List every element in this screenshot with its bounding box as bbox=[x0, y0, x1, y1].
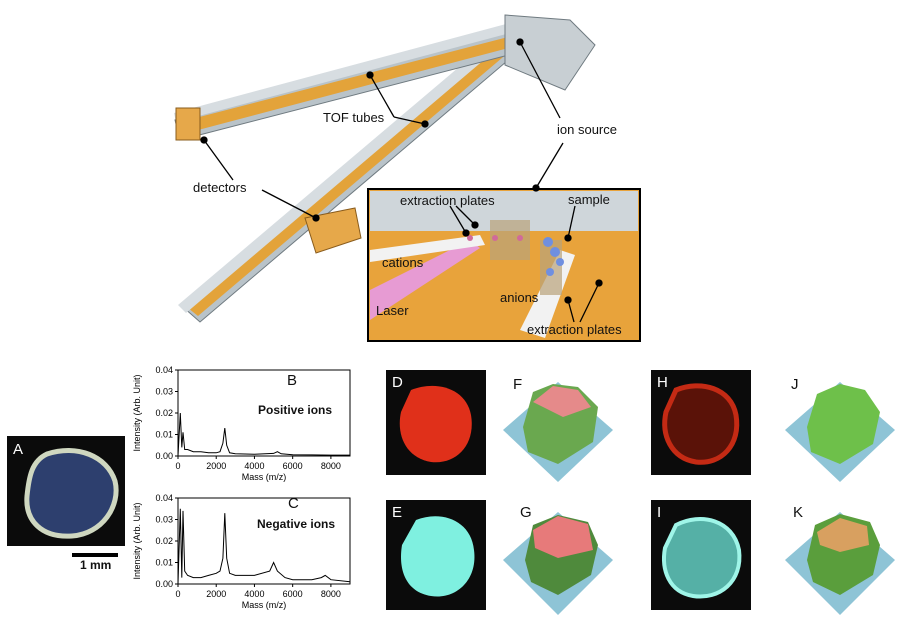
panel-letter-i: I bbox=[657, 504, 662, 521]
panel-letter-e: E bbox=[392, 504, 403, 521]
label-anions: anions bbox=[500, 290, 539, 305]
x-tick-label-positive: 4000 bbox=[244, 461, 264, 471]
y-tick-label-positive: 0.01 bbox=[155, 430, 173, 440]
label-detectors: detectors bbox=[193, 180, 247, 195]
x-axis-label-positive: Mass (m/z) bbox=[242, 472, 287, 482]
panel-letter-b: B bbox=[287, 372, 298, 389]
tof-instrument-schematic bbox=[174, 14, 641, 342]
y-tick-label-negative: 0.02 bbox=[155, 536, 173, 546]
panel-letter-g: G bbox=[520, 504, 532, 521]
x-tick-label-positive: 6000 bbox=[283, 461, 303, 471]
panel-letter-d: D bbox=[392, 374, 403, 391]
x-tick-label-negative: 6000 bbox=[283, 589, 303, 599]
y-tick-label-negative: 0.00 bbox=[155, 579, 173, 589]
label-laser: Laser bbox=[376, 303, 409, 318]
spectrum-line-positive bbox=[177, 412, 350, 457]
x-tick-label-negative: 2000 bbox=[206, 589, 226, 599]
spectrum-title-positive: Positive ions bbox=[258, 403, 333, 417]
panel-letter-c: C bbox=[288, 495, 299, 512]
y-tick-label-positive: 0.04 bbox=[155, 365, 173, 375]
surface-plot-g bbox=[503, 512, 613, 615]
ion-image-d bbox=[386, 370, 486, 475]
plot-frame-negative bbox=[177, 497, 351, 585]
surface-plot-f bbox=[503, 382, 613, 482]
panel-letter-k: K bbox=[793, 504, 804, 521]
tissue-section-outline bbox=[24, 448, 119, 539]
x-tick-label-positive: 0 bbox=[175, 461, 180, 471]
scale-bar-label: 1 mm bbox=[80, 558, 112, 572]
y-tick-label-positive: 0.02 bbox=[155, 408, 173, 418]
y-axis-label-positive: Intensity (Arb. Unit) bbox=[132, 374, 142, 451]
label-sample: sample bbox=[568, 192, 610, 207]
x-tick-label-positive: 8000 bbox=[321, 461, 341, 471]
y-tick-label-negative: 0.04 bbox=[155, 493, 173, 503]
x-tick-label-positive: 2000 bbox=[206, 461, 226, 471]
y-axis-label-negative: Intensity (Arb. Unit) bbox=[132, 502, 142, 579]
panel-letter-h: H bbox=[657, 374, 668, 391]
spectrum-line-negative bbox=[177, 508, 351, 585]
y-tick-label-negative: 0.03 bbox=[155, 515, 173, 525]
label-extraction-plates-bottom: extraction plates bbox=[527, 322, 622, 337]
y-tick-label-positive: 0.03 bbox=[155, 387, 173, 397]
x-axis-label-negative: Mass (m/z) bbox=[242, 600, 287, 610]
label-tof-tubes: TOF tubes bbox=[323, 110, 385, 125]
surface-plot-k bbox=[785, 512, 895, 615]
tissue-optical-image bbox=[7, 436, 125, 546]
ion-image-e bbox=[386, 500, 486, 610]
label-extraction-plates-top: extraction plates bbox=[400, 193, 495, 208]
y-tick-label-positive: 0.00 bbox=[155, 451, 173, 461]
x-tick-label-negative: 4000 bbox=[244, 589, 264, 599]
surface-plot-j bbox=[785, 382, 895, 482]
y-tick-label-negative: 0.01 bbox=[155, 558, 173, 568]
ion-image-h bbox=[651, 370, 751, 475]
panel-letter-f: F bbox=[513, 376, 523, 393]
ion-image-i bbox=[651, 500, 751, 610]
x-tick-label-negative: 0 bbox=[175, 589, 180, 599]
panel-letter-j: J bbox=[791, 376, 799, 393]
panel-letter-a: A bbox=[13, 441, 24, 458]
spectrum-title-negative: Negative ions bbox=[257, 517, 336, 531]
label-cations: cations bbox=[382, 255, 424, 270]
label-ion-source: ion source bbox=[557, 122, 617, 137]
scale-bar bbox=[72, 553, 118, 557]
x-tick-label-negative: 8000 bbox=[321, 589, 341, 599]
